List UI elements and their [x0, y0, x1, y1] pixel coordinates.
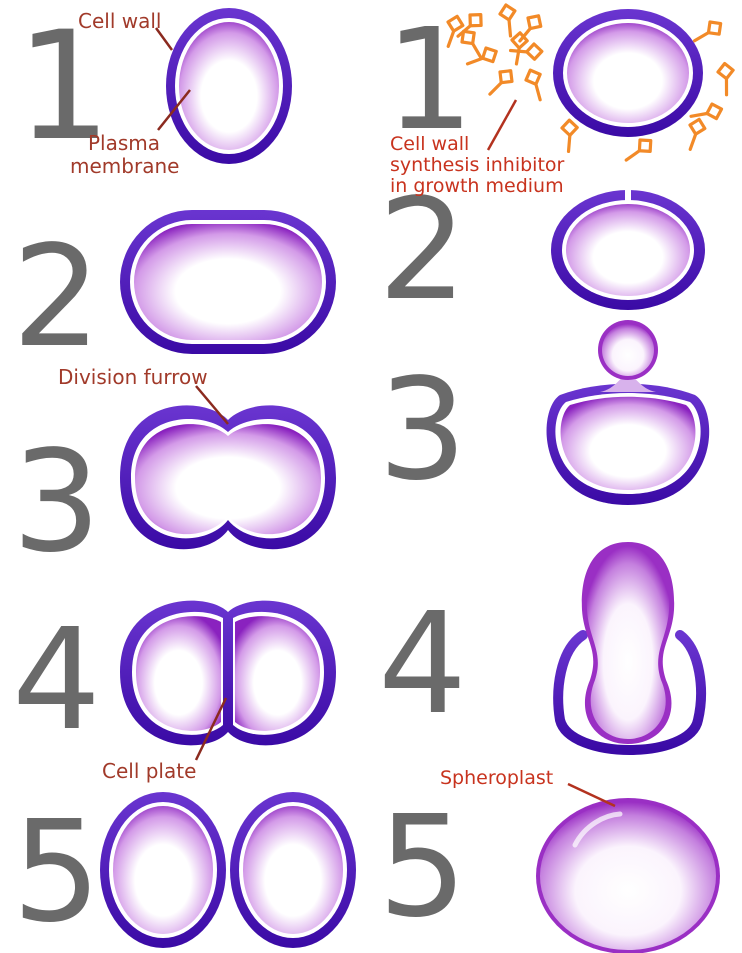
cell-right-3 [547, 320, 710, 505]
spheroplast-pointer [568, 784, 615, 806]
plasma-membrane-label-line1: Plasma [88, 131, 160, 155]
cell-left-5b [230, 792, 356, 948]
cell-right-5 [536, 798, 720, 953]
step-number-left-5: 5 [12, 791, 101, 953]
step-number-right-5: 5 [378, 786, 467, 949]
cell-left-3 [120, 405, 336, 549]
cell-right-2 [551, 188, 705, 310]
plasma-membrane-label-line2: membrane [70, 154, 179, 178]
spheroplast-label: Spheroplast [440, 767, 553, 789]
step-number-left-3: 3 [12, 421, 101, 584]
inhibitor-pointer [488, 100, 516, 150]
cell-right-1 [553, 9, 703, 137]
inhibitor-label-line3: in growth medium [390, 175, 564, 197]
cell-right-4 [558, 542, 701, 750]
step-number-left-2: 2 [12, 216, 101, 379]
cell-plate-label: Cell plate [102, 759, 196, 783]
inhibitor-label-line1: Cell wall [390, 133, 469, 155]
step-number-left-4: 4 [12, 599, 101, 762]
step-number-right-3: 3 [378, 349, 467, 512]
cell-left-5a [100, 792, 226, 948]
inhibitor-label-line2: synthesis inhibitor [390, 154, 565, 176]
division-furrow-label: Division furrow [58, 365, 208, 389]
cell-left-4 [120, 601, 336, 746]
cell-left-2 [120, 210, 336, 354]
cell-left-1 [166, 8, 292, 164]
cell-wall-label: Cell wall [78, 9, 161, 33]
step-number-right-4: 4 [378, 583, 467, 746]
